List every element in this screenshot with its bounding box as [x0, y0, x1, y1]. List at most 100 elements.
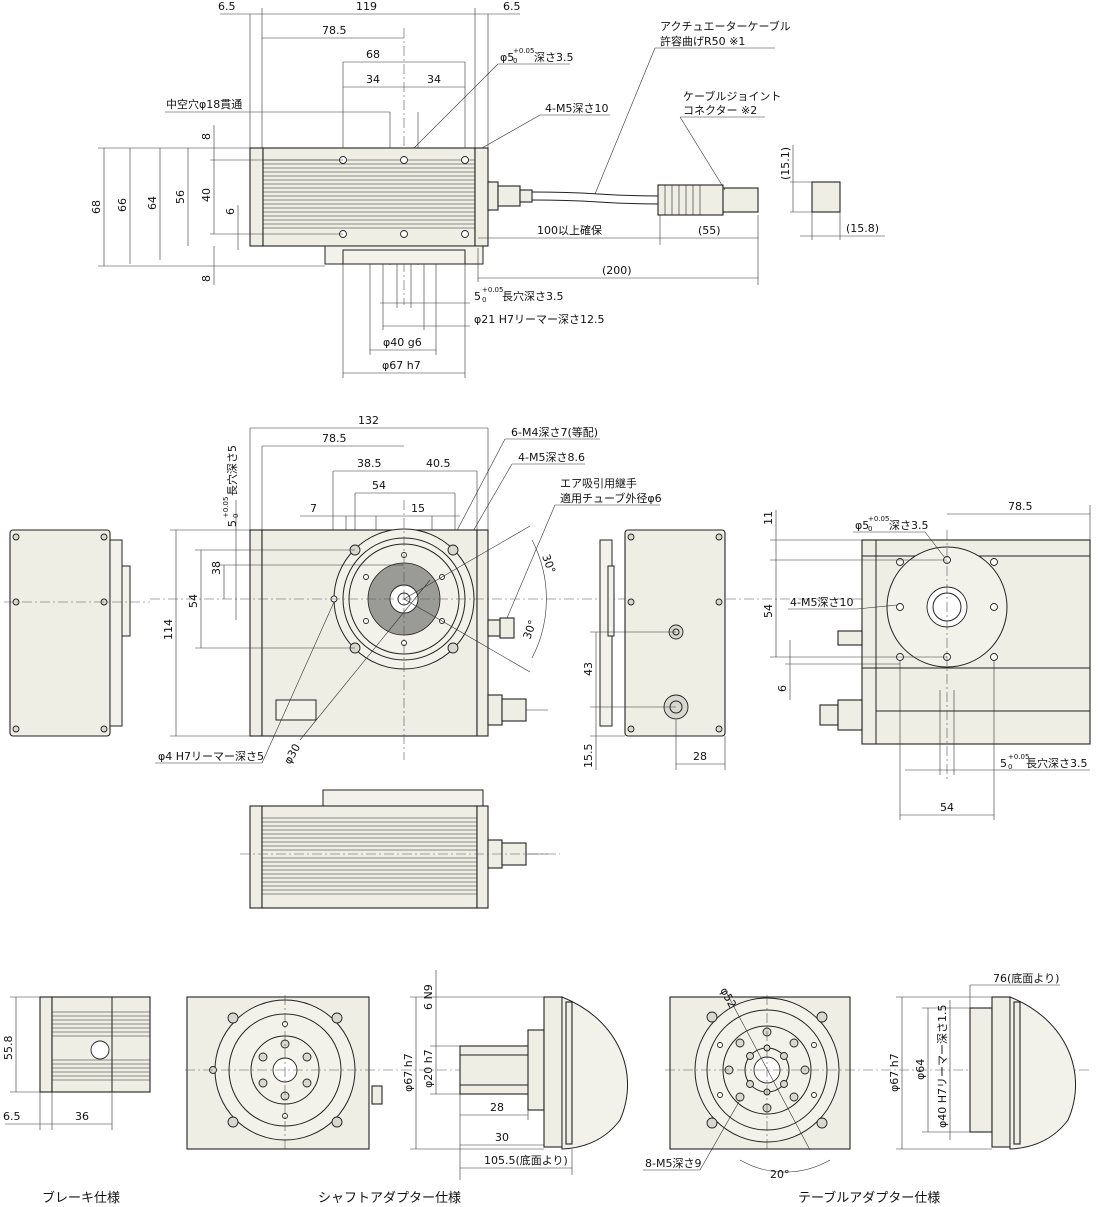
left-side-view	[9, 529, 111, 737]
brake-h-36: 36	[75, 1110, 89, 1123]
top-body-endcap-right	[474, 147, 489, 247]
shaft-caption: シャフトアダプター仕様	[318, 1191, 461, 1206]
rear-v-6: 6	[776, 685, 789, 692]
rear-h-54: 54	[940, 801, 954, 814]
top-joint-label-1: ケーブルジョイント	[683, 89, 781, 103]
top-dim-6-5-right: 6.5	[503, 0, 521, 13]
dim-15-8: (15.8)	[846, 222, 879, 235]
rear-slot-5: 5	[1000, 757, 1007, 770]
bottom-view	[240, 789, 560, 909]
front-dim-15: 15	[411, 502, 425, 515]
top-phi40: φ40 g6	[383, 336, 422, 349]
rear-view: 78.5 φ5 +0.05 0 深さ3.5 11 54 6 4-M5深さ10 5…	[762, 500, 1091, 820]
front-air-2: 適用チューブ外径φ6	[560, 491, 662, 505]
front-air-1: エア吸引用継手	[560, 476, 637, 490]
rear-slot-tol0: 0	[1008, 763, 1012, 771]
front-dim-40-5: 40.5	[426, 457, 451, 470]
rear-hole-tol0: 0	[868, 525, 872, 533]
top-slot-5: 5	[474, 290, 481, 303]
bottom-body	[261, 805, 478, 909]
rear-v-54: 54	[762, 604, 775, 618]
top-v-66: 66	[116, 198, 129, 212]
front-v-38: 38	[210, 561, 223, 575]
top-v-8-bot: 8	[200, 275, 213, 282]
rear-hole-label: φ5	[855, 519, 869, 532]
rear-hole-depth: 深さ3.5	[889, 519, 929, 532]
table-m5: 8-M5深さ9	[645, 1157, 701, 1170]
front-slot-5: 5	[226, 520, 239, 527]
top-v-56: 56	[174, 190, 187, 204]
rear-v-11: 11	[762, 511, 775, 525]
shaft-h-28: 28	[490, 1101, 504, 1114]
top-dim-55: (55)	[698, 224, 721, 237]
top-joint-label-2: コネクター ※2	[683, 104, 757, 117]
table-phi64: φ64	[914, 1059, 927, 1080]
top-dim-78-5: 78.5	[322, 24, 347, 37]
top-cable-label-1: アクチュエーターケーブル	[660, 19, 791, 33]
right-side-view: 43 15.5 28	[582, 529, 726, 770]
front-angle-30-a: 30°	[539, 553, 558, 576]
top-v-6: 6	[224, 208, 237, 215]
top-cable-gland	[487, 181, 499, 211]
top-v-40: 40	[200, 188, 213, 202]
shaft-phi67: φ67 h7	[402, 1053, 415, 1092]
front-view: 132 78.5 38.5 40.5 54 7 15 6-M4深さ7(等配) 4…	[4, 414, 1090, 767]
front-slot-tol0: 0	[232, 514, 240, 518]
shaft-phi20: φ20 h7	[422, 1049, 435, 1088]
brake-v-55-8: 55.8	[2, 1036, 15, 1061]
shaft-motor-cover	[561, 996, 628, 1150]
top-cable-label-2: 許容曲げR50 ※1	[660, 34, 745, 48]
front-dim-78-5: 78.5	[322, 432, 347, 445]
rear-m5-label: 4-M5深さ10	[790, 596, 853, 609]
front-v-54: 54	[187, 594, 200, 608]
top-hole-tol: +0.05	[513, 47, 534, 55]
rear-dim-78-5: 78.5	[1008, 500, 1033, 513]
dim-15-1: (15.1)	[779, 147, 792, 180]
top-dim-34-a: 34	[366, 73, 380, 86]
top-v-64: 64	[146, 196, 159, 210]
top-dim-200: (200)	[602, 264, 632, 277]
side-v-15-5: 15.5	[582, 744, 595, 769]
rear-slot-text: 長穴深さ3.5	[1026, 756, 1088, 770]
top-dim-100: 100以上確保	[537, 223, 602, 237]
front-v-114: 114	[162, 619, 175, 640]
top-reamer-label: φ21 H7リーマー深さ12.5	[474, 313, 605, 326]
table-caption: テーブルアダプター仕様	[798, 1190, 940, 1206]
table-motor-cover	[1009, 996, 1076, 1150]
brake-h-6-5: 6.5	[3, 1110, 21, 1123]
top-slot-tol0: 0	[482, 296, 486, 304]
top-dim-34-b: 34	[427, 73, 441, 86]
top-v-68: 68	[90, 200, 103, 214]
rear-hole-tol: +0.05	[868, 515, 889, 523]
front-slot-text: 長穴深さ5	[225, 445, 239, 496]
table-angle-20: 20°	[770, 1168, 790, 1181]
front-nameplate	[275, 699, 317, 721]
top-view: 6.5 119 6.5 78.5 68 34 34 φ5 +0.05 0 深さ3…	[90, 0, 885, 378]
top-hole-label: φ5	[500, 51, 514, 64]
front-dim-38-5: 38.5	[357, 457, 382, 470]
table-side-body	[991, 996, 1011, 1148]
side-h-28: 28	[693, 750, 707, 763]
top-dim-119: 119	[356, 0, 377, 13]
connector-end-view	[811, 181, 841, 213]
top-dim-6-5-left: 6.5	[218, 0, 236, 13]
brake-caption: ブレーキ仕様	[42, 1190, 120, 1206]
top-slot-tol: +0.05	[482, 286, 503, 294]
top-hole-depth: 深さ3.5	[534, 51, 574, 64]
rear-slot-tol: +0.05	[1008, 753, 1029, 761]
top-dim-68: 68	[366, 48, 380, 61]
front-dim-54: 54	[372, 479, 386, 492]
table-dim-76: 76(底面より)	[993, 971, 1059, 985]
front-cable-gland	[501, 698, 527, 722]
top-body-endcap-left	[249, 147, 264, 247]
front-dim-7: 7	[310, 502, 317, 515]
top-cable-joint	[657, 184, 724, 216]
shaft-h-30: 30	[495, 1131, 509, 1144]
front-slot-tol: +0.05	[222, 497, 230, 518]
brake-spec: 55.8 6.5 36 ブレーキ仕様	[2, 996, 151, 1206]
top-m5-label: 4-M5深さ10	[545, 102, 608, 115]
top-phi67: φ67 h7	[382, 359, 421, 372]
top-hollow-label: 中空穴φ18貫通	[166, 97, 242, 111]
table-phi40: φ40 H7リーマー深さ1.5	[936, 1004, 949, 1128]
